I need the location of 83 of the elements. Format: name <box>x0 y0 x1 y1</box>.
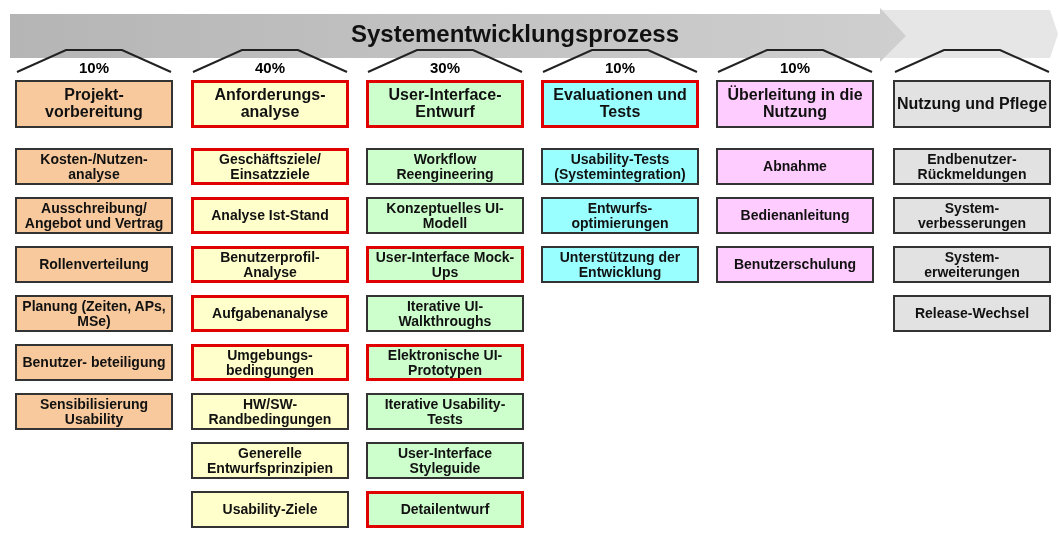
phase-title: Evaluationen und Tests <box>552 87 688 121</box>
activity-box <box>15 246 173 283</box>
activity-box <box>366 295 524 332</box>
activity-box <box>716 197 874 234</box>
activity-label: Rollenverteilung <box>39 257 149 272</box>
activity-box <box>716 246 874 283</box>
activity-box <box>893 295 1051 332</box>
percentage-label: 10% <box>78 59 110 76</box>
activity-box <box>366 491 524 528</box>
phase-box <box>191 80 349 128</box>
activity-label: Workflow Reengineering <box>395 151 495 182</box>
phase-box <box>15 80 173 128</box>
activity-box <box>366 246 524 283</box>
activity-label: System- erweiterungen <box>923 249 1021 280</box>
activity-box <box>191 246 349 283</box>
activity-label: HW/SW- Randbedingungen <box>207 396 333 427</box>
activity-box <box>366 197 524 234</box>
activity-box <box>541 246 699 283</box>
activity-box <box>366 148 524 185</box>
activity-box <box>15 295 173 332</box>
activity-label: Endbenutzer- Rückmeldungen <box>916 151 1028 182</box>
percentage-label: 40% <box>254 59 286 76</box>
phase-title: User-Interface- Entwurf <box>387 87 503 121</box>
activity-box <box>191 295 349 332</box>
activity-label: Sensibilisierung Usability <box>38 396 150 427</box>
activity-label: Iterative Usability-Tests <box>383 396 507 427</box>
percentage-label: 10% <box>779 59 811 76</box>
activity-label: Unterstützung der Entwicklung <box>558 249 682 280</box>
activity-label: Bedienanleitung <box>740 208 850 223</box>
activity-label: Usability-Ziele <box>222 502 318 517</box>
activity-label: Geschäftsziele/ Einsatzziele <box>218 151 322 182</box>
phase-title: Nutzung und Pflege <box>896 95 1048 113</box>
activity-box <box>541 148 699 185</box>
activity-box <box>366 393 524 430</box>
phase-title: Anforderungs- analyse <box>213 87 327 121</box>
activity-box <box>15 393 173 430</box>
percentage-label: 30% <box>429 59 461 76</box>
activity-label: Konzeptuelles UI-Modell <box>385 200 505 231</box>
phase-title: Projekt- vorbereitung <box>44 87 144 121</box>
activity-label: Aufgabenanalyse <box>212 306 328 321</box>
activity-label: Analyse Ist-Stand <box>211 208 329 223</box>
activity-label: Planung (Zeiten, APs, MSe) <box>21 298 167 329</box>
activity-label: Usability-Tests (Systemintegration) <box>553 151 687 182</box>
phase-box <box>541 80 699 128</box>
activity-box <box>191 344 349 381</box>
activity-label: Ausschreibung/ Angebot und Vertrag <box>23 200 165 231</box>
activity-box <box>893 246 1051 283</box>
activity-box <box>15 197 173 234</box>
activity-box <box>191 197 349 234</box>
phase-box <box>366 80 524 128</box>
activity-label: Benutzerschulung <box>733 257 857 272</box>
activity-box <box>191 393 349 430</box>
activity-box <box>366 442 524 479</box>
process-title: Systementwicklungsprozess <box>349 20 681 48</box>
activity-box <box>191 148 349 185</box>
phase-box <box>893 80 1051 128</box>
activity-box <box>15 148 173 185</box>
activity-label: Generelle Entwurfsprinzipien <box>206 445 334 476</box>
activity-label: Iterative UI-Walkthroughs <box>397 298 493 329</box>
activity-label: User-Interface Mock-Ups <box>374 249 516 280</box>
activity-label: Elektronische UI-Prototypen <box>386 347 504 378</box>
activity-box <box>893 197 1051 234</box>
activity-box <box>893 148 1051 185</box>
activity-label: Kosten-/Nutzen- analyse <box>39 151 149 182</box>
activity-label: Umgebungs- bedingungen <box>225 347 315 378</box>
activity-box <box>191 491 349 528</box>
activity-label: Benutzerprofil- Analyse <box>219 249 321 280</box>
activity-box <box>191 442 349 479</box>
activity-label: System- verbesserungen <box>916 200 1028 231</box>
activity-label: Release-Wechsel <box>914 306 1030 321</box>
activity-box <box>15 344 173 381</box>
activity-label: Benutzer- beteiligung <box>22 355 166 370</box>
activity-box <box>366 344 524 381</box>
activity-label: Abnahme <box>763 159 827 174</box>
activity-label: Detailentwurf <box>400 502 490 517</box>
activity-label: Entwurfs- optimierungen <box>570 200 670 231</box>
percentage-label: 10% <box>604 59 636 76</box>
phase-box <box>716 80 874 128</box>
process-arrow <box>10 8 1058 62</box>
activity-label: User-Interface Styleguide <box>396 445 494 476</box>
activity-box <box>541 197 699 234</box>
phase-title: Überleitung in die Nutzung <box>726 87 864 121</box>
activity-box <box>716 148 874 185</box>
